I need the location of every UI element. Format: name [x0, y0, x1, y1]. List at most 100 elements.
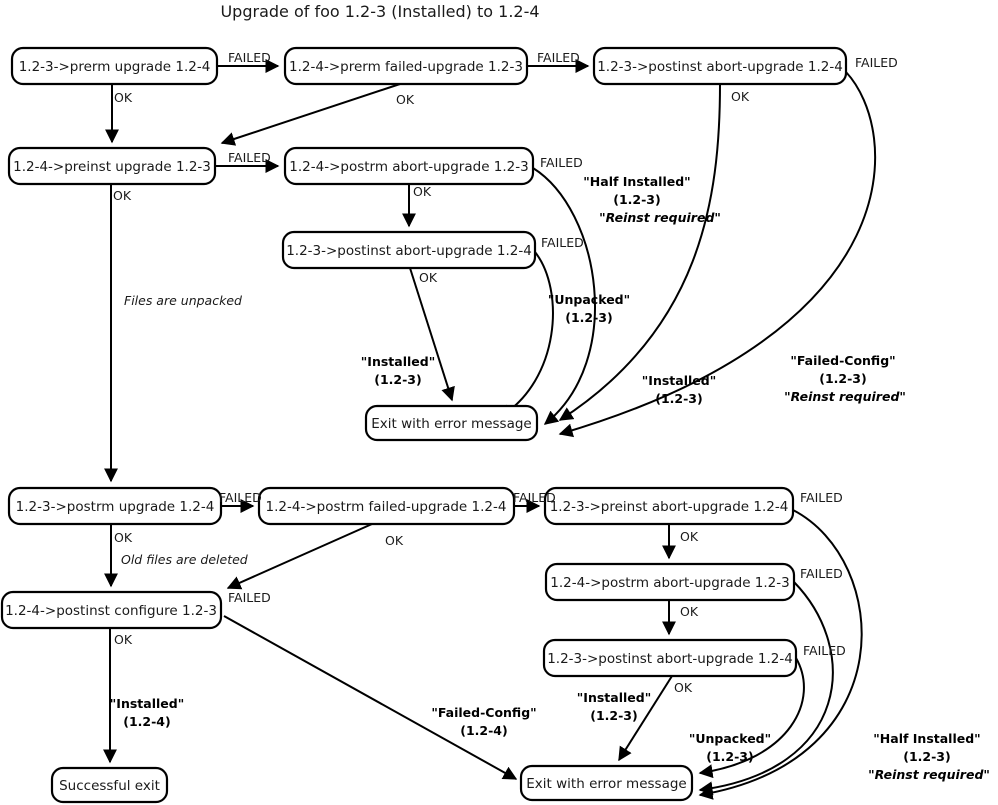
node-label: 1.2-3->postinst abort-upgrade 1.2-4 [597, 59, 843, 75]
node-label: 1.2-4->prerm failed-upgrade 1.2-3 [289, 59, 523, 75]
node-exit-with-error-message-bottom[interactable]: Exit with error message [519, 764, 694, 802]
edge-postinstabortmid-ok-diagonal [409, 267, 455, 402]
node-label: 1.2-3->postinst abort-upgrade 1.2-4 [547, 651, 793, 667]
state-label-half-installed-bottom: "Half Installed" (1.2-3) "Reinst require… [868, 731, 990, 782]
edge-label-failed: FAILED [855, 55, 898, 70]
state-label-line2: (1.2-3) [903, 749, 950, 764]
edge-label-ok: OK [413, 184, 432, 199]
state-label-unpacked-bottom: "Unpacked" (1.2-3) [689, 731, 771, 764]
edge-label-failed: FAILED [540, 155, 583, 170]
state-label-line2: (1.2-4) [460, 723, 507, 738]
edge-postinstaborttop-failed-curve [558, 71, 877, 438]
node-preinst-upgrade[interactable]: 1.2-4->preinst upgrade 1.2-3 [7, 146, 217, 186]
node-label: 1.2-3->preinst abort-upgrade 1.2-4 [550, 499, 789, 515]
edge-labels-group: FAILED OK FAILED OK FAILED OK FAILED OK … [113, 50, 898, 695]
state-label-line2: (1.2-3) [590, 708, 637, 723]
note-old-files-are-deleted: Old files are deleted [121, 552, 248, 567]
edge-label-ok: OK [396, 92, 415, 107]
edge-postinstaborttop-ok-curve [558, 83, 721, 421]
edge-label-failed: FAILED [537, 50, 580, 65]
state-label-line1: "Installed" [361, 354, 435, 369]
state-label-reinst: "Reinst required" [599, 210, 721, 225]
state-label-line1: "Unpacked" [548, 292, 630, 307]
state-label-line1: "Half Installed" [873, 731, 980, 746]
node-successful-exit[interactable]: Successful exit [50, 766, 169, 804]
state-label-reinst: "Reinst required" [868, 767, 990, 782]
node-postinst-abort-upgrade-mid[interactable]: 1.2-3->postinst abort-upgrade 1.2-4 [281, 230, 537, 270]
state-label-unpacked-mid: "Unpacked" (1.2-3) [548, 292, 630, 325]
state-label-line1: "Installed" [577, 690, 651, 705]
edge-prermfailed-ok-diagonal [220, 83, 401, 146]
node-prerm-upgrade[interactable]: 1.2-3->prerm upgrade 1.2-4 [10, 46, 219, 86]
edge-label-failed: FAILED [541, 235, 584, 250]
edge-postinstabortlow-ok-diagonal [618, 675, 673, 762]
edge-label-failed: FAILED [800, 490, 843, 505]
node-postinst-configure[interactable]: 1.2-4->postinst configure 1.2-3 [0, 590, 223, 630]
node-label: 1.2-4->postinst configure 1.2-3 [5, 603, 217, 619]
edge-label-failed: FAILED [800, 566, 843, 581]
state-label-half-installed-top: "Half Installed" (1.2-3) "Reinst require… [583, 174, 721, 225]
edge-postrmabortmid-failed-curve [532, 167, 596, 425]
state-label-failed-config-bottom: "Failed-Config" (1.2-4) [431, 705, 536, 738]
state-label-line2: (1.2-3) [706, 749, 753, 764]
edge-label-ok: OK [674, 680, 693, 695]
state-label-line1: "Failed-Config" [790, 353, 895, 368]
state-label-line2: (1.2-3) [655, 391, 702, 406]
node-prerm-failed-upgrade[interactable]: 1.2-4->prerm failed-upgrade 1.2-3 [283, 46, 529, 86]
state-label-line2: (1.2-3) [565, 310, 612, 325]
node-label: 1.2-3->postinst abort-upgrade 1.2-4 [286, 243, 532, 259]
state-label-failed-config-right: "Failed-Config" (1.2-3) "Reinst required… [784, 353, 906, 404]
node-postrm-upgrade[interactable]: 1.2-3->postrm upgrade 1.2-4 [7, 486, 223, 526]
node-label: 1.2-4->postrm abort-upgrade 1.2-3 [550, 575, 789, 591]
state-label-line2: (1.2-3) [819, 371, 866, 386]
edge-label-failed: FAILED [219, 490, 262, 505]
state-label-reinst: "Reinst required" [784, 389, 906, 404]
edge-label-failed: FAILED [513, 490, 556, 505]
node-postrm-abort-upgrade-low[interactable]: 1.2-4->postrm abort-upgrade 1.2-3 [544, 562, 796, 602]
state-label-line2: (1.2-3) [613, 192, 660, 207]
state-label-line1: "Failed-Config" [431, 705, 536, 720]
edge-postinstabortmid-failed-curve [498, 251, 554, 418]
state-label-installed-mid: "Installed" (1.2-3) [361, 354, 435, 387]
edge-label-ok: OK [114, 90, 133, 105]
state-label-line2: (1.2-4) [123, 714, 170, 729]
node-postrm-abort-upgrade-mid[interactable]: 1.2-4->postrm abort-upgrade 1.2-3 [283, 146, 535, 186]
edge-postrmabortlow-failed-curve [698, 581, 834, 796]
edge-postinstconfigure-failed-diagonal [223, 615, 518, 780]
node-label: Successful exit [59, 778, 160, 794]
state-label-line1: "Installed" [642, 373, 716, 388]
node-label: Exit with error message [371, 416, 531, 432]
edge-label-ok: OK [680, 529, 699, 544]
note-files-are-unpacked: Files are unpacked [124, 293, 242, 308]
edge-label-failed: FAILED [803, 643, 846, 658]
node-postinst-abort-upgrade-top[interactable]: 1.2-3->postinst abort-upgrade 1.2-4 [592, 46, 848, 86]
node-postinst-abort-upgrade-low[interactable]: 1.2-3->postinst abort-upgrade 1.2-4 [542, 638, 798, 678]
state-labels-group: "Half Installed" (1.2-3) "Reinst require… [110, 174, 990, 782]
edge-label-failed: FAILED [228, 590, 271, 605]
state-label-installed-bottom: "Installed" (1.2-3) [577, 690, 651, 723]
node-postrm-failed-upgrade[interactable]: 1.2-4->postrm failed-upgrade 1.2-4 [257, 486, 516, 526]
edge-label-failed: FAILED [228, 150, 271, 165]
state-label-installed-success: "Installed" (1.2-4) [110, 696, 184, 729]
nodes-group: 1.2-3->prerm upgrade 1.2-4 1.2-4->prerm … [0, 46, 848, 804]
node-label: Exit with error message [526, 776, 686, 792]
notes-group: Files are unpacked Old files are deleted [121, 293, 248, 567]
edge-label-ok: OK [680, 604, 699, 619]
edge-label-ok: OK [419, 270, 438, 285]
node-label: 1.2-4->postrm failed-upgrade 1.2-4 [266, 499, 507, 515]
state-label-line1: "Half Installed" [583, 174, 690, 189]
edge-postrmfailedupgrade-ok-diagonal [226, 523, 373, 590]
edge-label-ok: OK [731, 89, 750, 104]
node-preinst-abort-upgrade[interactable]: 1.2-3->preinst abort-upgrade 1.2-4 [543, 486, 795, 526]
edges-group [103, 59, 877, 800]
edge-label-ok: OK [114, 632, 133, 647]
page-title: Upgrade of foo 1.2-3 (Installed) to 1.2-… [220, 2, 539, 21]
node-label: 1.2-3->prerm upgrade 1.2-4 [19, 59, 211, 75]
edge-preinstabort-failed-curve [698, 509, 863, 800]
edge-label-ok: OK [114, 530, 133, 545]
node-label: 1.2-4->postrm abort-upgrade 1.2-3 [289, 159, 528, 175]
node-label: 1.2-4->preinst upgrade 1.2-3 [13, 159, 211, 175]
node-exit-with-error-message-top[interactable]: Exit with error message [364, 404, 539, 442]
